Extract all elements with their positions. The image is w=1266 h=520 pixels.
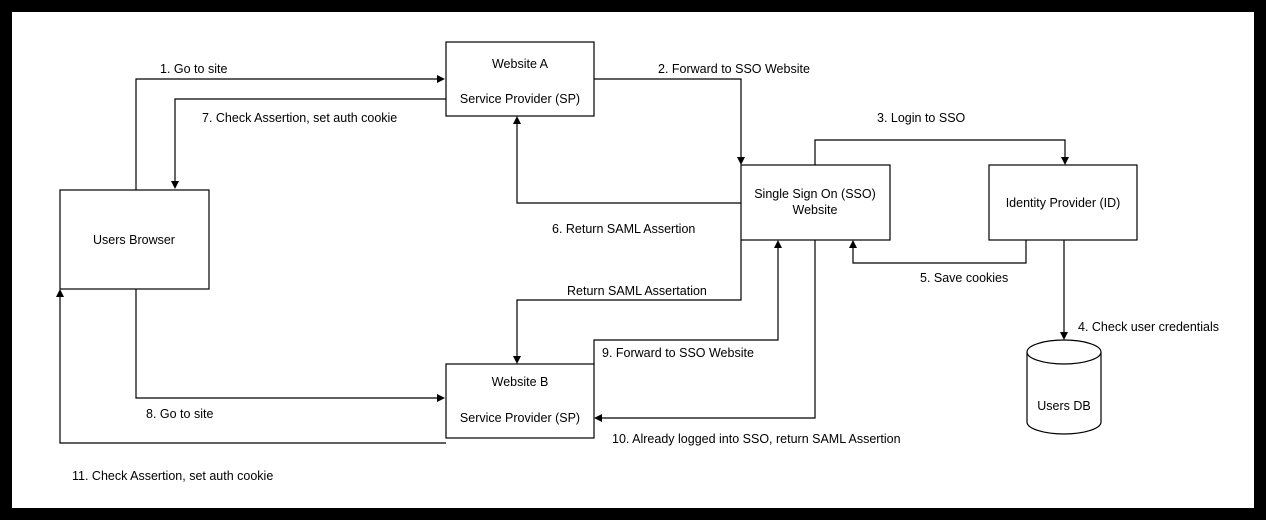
edge-login-to-sso: [814, 139, 1069, 165]
users-browser-label: Users Browser: [93, 233, 175, 247]
sso-subtitle: Website: [793, 203, 838, 217]
node-website-a: Website A Service Provider (SP): [445, 41, 595, 117]
sso-flow-diagram: Website A Service Provider (SP) Website …: [56, 41, 1219, 483]
edge-forward-to-sso-a: [594, 78, 745, 165]
website-b-title: Website B: [492, 375, 549, 389]
label-check-assertion-b: 11. Check Assertion, set auth cookie: [72, 469, 273, 483]
edge-forward-to-sso-b: [593, 240, 782, 364]
label-forward-to-sso-b: 9. Forward to SSO Website: [602, 346, 754, 360]
edge-return-saml-b: [513, 240, 742, 364]
label-already-logged-in: 10. Already logged into SSO, return SAML…: [612, 432, 901, 446]
label-go-to-site-b: 8. Go to site: [146, 407, 213, 421]
diagram-frame: Website A Service Provider (SP) Website …: [12, 12, 1254, 508]
label-check-credentials: 4. Check user credentials: [1078, 320, 1219, 334]
edge-already-logged-in: [594, 240, 816, 422]
sso-title: Single Sign On (SSO): [754, 187, 876, 201]
users-db-label: Users DB: [1037, 399, 1090, 413]
label-go-to-site-a: 1. Go to site: [160, 62, 227, 76]
website-b-role: Service Provider (SP): [460, 411, 580, 425]
label-return-saml-a: 6. Return SAML Assertion: [552, 222, 695, 236]
website-a-role: Service Provider (SP): [460, 92, 580, 106]
label-save-cookies: 5. Save cookies: [920, 271, 1008, 285]
node-users-browser: Users Browser: [59, 189, 210, 290]
edge-check-assertion-b: [56, 289, 446, 444]
edge-save-cookies: [849, 240, 1027, 264]
label-return-saml-b: Return SAML Assertation: [567, 284, 707, 298]
label-login-to-sso: 3. Login to SSO: [877, 111, 966, 125]
label-check-assertion-a: 7. Check Assertion, set auth cookie: [202, 111, 397, 125]
edge-go-to-site-a: [135, 75, 445, 190]
identity-provider-label: Identity Provider (ID): [1006, 196, 1121, 210]
node-sso-website: Single Sign On (SSO) Website: [740, 164, 891, 241]
label-forward-to-sso-a: 2. Forward to SSO Website: [658, 62, 810, 76]
node-users-db: Users DB: [1026, 339, 1102, 435]
website-a-title: Website A: [492, 57, 549, 71]
edge-check-assertion-a: [171, 98, 446, 189]
edge-go-to-site-b: [135, 289, 445, 402]
edge-return-saml-a: [513, 116, 741, 204]
edge-check-credentials: [1060, 240, 1068, 340]
node-identity-provider: Identity Provider (ID): [988, 164, 1138, 241]
node-website-b: Website B Service Provider (SP): [445, 363, 595, 439]
